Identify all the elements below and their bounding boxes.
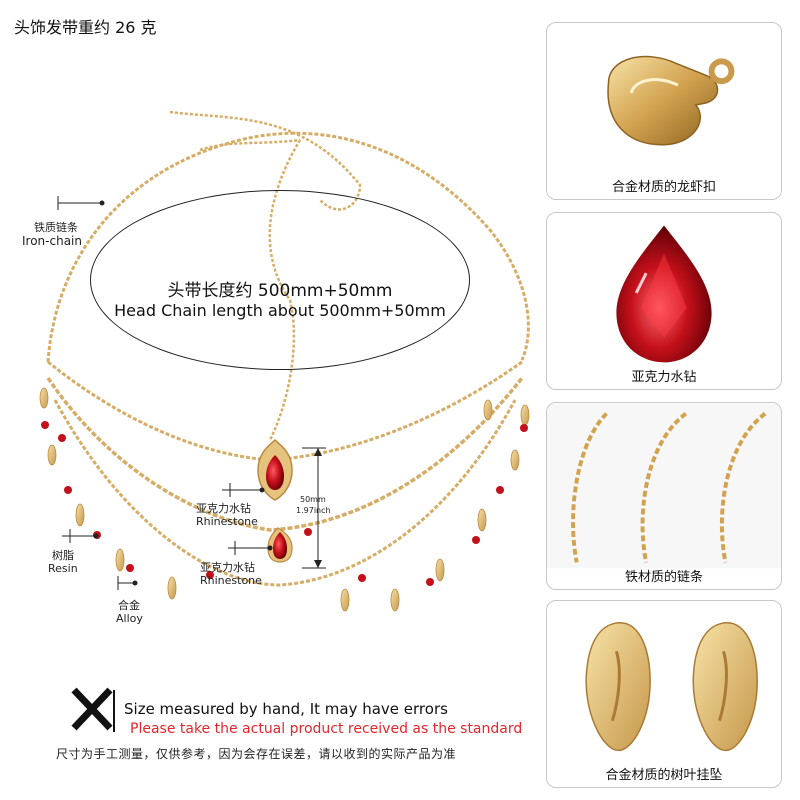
rhinestone-label-1-en: Rhinestone	[196, 515, 258, 528]
rhinestone-label-2-cn: 亚克力水钻	[200, 561, 255, 574]
panel-leaf-pendant: 合金材质的树叶挂坠	[546, 600, 782, 788]
panel-caption: 铁材质的链条	[624, 570, 703, 585]
measurement-note-cn: 尺寸为手工测量，仅供参考，因为会存在误差，请以收到的实际产品为准	[56, 747, 457, 761]
panel-lobster-clasp: 合金材质的龙虾扣	[546, 22, 782, 200]
dimension-inch: 1.97inch	[296, 506, 331, 515]
iron-chain-icon	[547, 403, 781, 569]
rhinestone-label-1-cn: 亚克力水钻	[196, 502, 251, 515]
length-ellipse	[90, 190, 470, 370]
weight-title: 头饰发带重约 26 克	[14, 18, 157, 37]
panel-caption: 亚克力水钻	[631, 370, 697, 385]
panel-caption: 合金材质的树叶挂坠	[605, 768, 723, 783]
iron-chain-label-cn: 铁质链条	[34, 221, 78, 234]
resin-label-cn: 树脂	[52, 549, 74, 562]
length-text-cn: 头带长度约 500mm+50mm	[167, 281, 393, 301]
head-chain-illustration	[39, 110, 530, 732]
resin-label-en: Resin	[48, 562, 78, 575]
rhinestone-label-2-en: Rhinestone	[200, 574, 262, 587]
standard-note-en: Please take the actual product received …	[130, 721, 523, 737]
alloy-label-en: Alloy	[116, 612, 143, 625]
panel-rhinestone: 亚克力水钻	[546, 212, 782, 390]
length-text-en: Head Chain length about 500mm+50mm	[114, 301, 446, 320]
ruler-cross-icon	[71, 687, 115, 732]
lobster-clasp-icon	[607, 55, 735, 146]
dimension-mm: 50mm	[300, 495, 326, 504]
rhinestone-gem-icon	[616, 225, 712, 363]
leaf-pendant-icon	[585, 622, 758, 752]
iron-chain-label-en: Iron-chain	[22, 234, 82, 248]
panel-caption: 合金材质的龙虾扣	[611, 180, 716, 195]
alloy-label-cn: 合金	[118, 599, 140, 612]
panel-iron-chain: 铁材质的链条	[546, 402, 782, 590]
measurement-note-en: Size measured by hand, It may have error…	[124, 700, 448, 718]
